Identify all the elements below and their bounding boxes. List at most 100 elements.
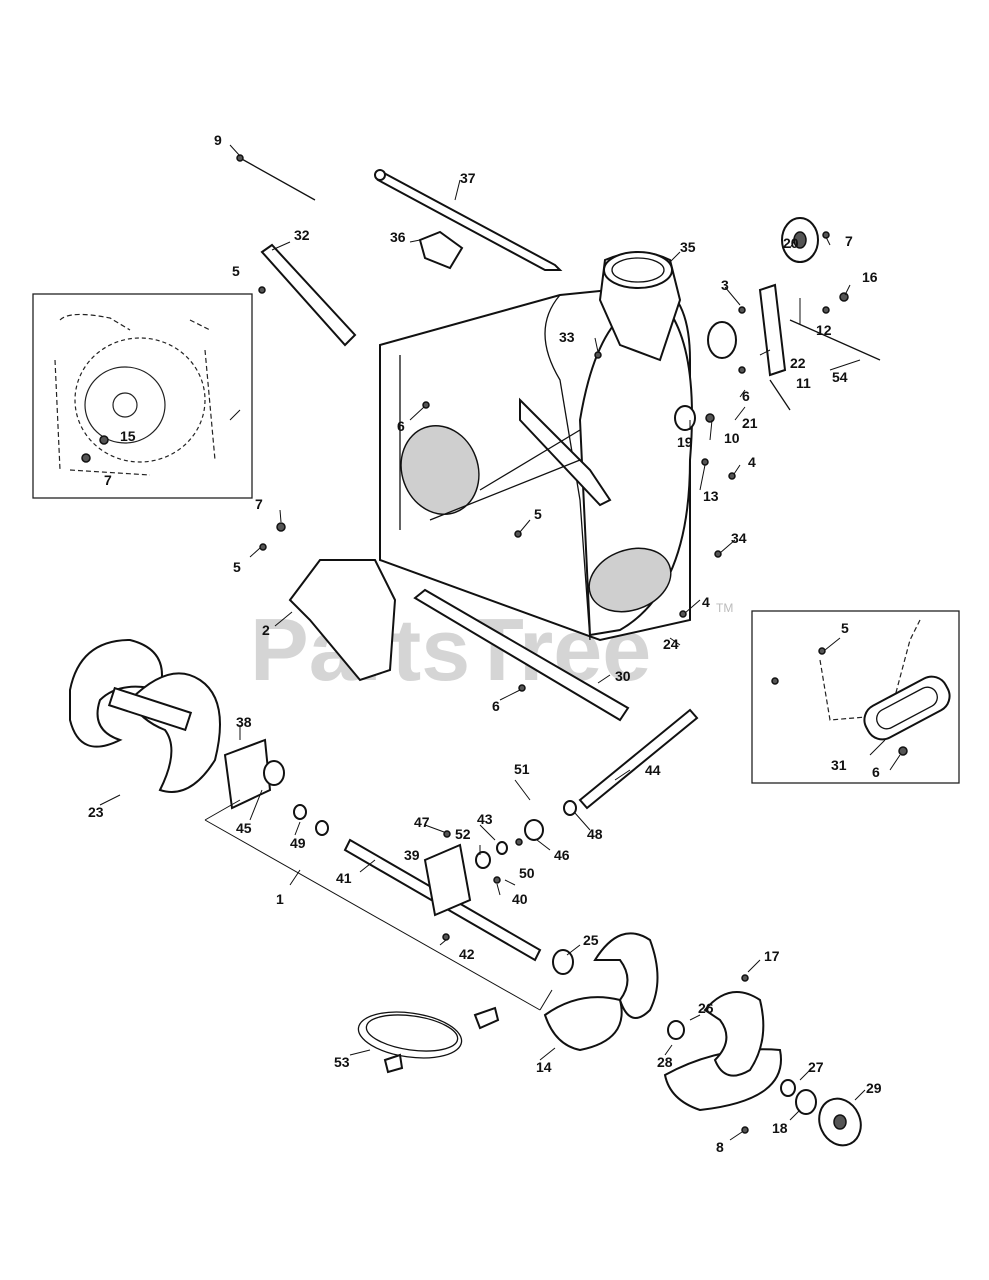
callout-37: 37: [460, 170, 476, 186]
callout-52: 52: [455, 826, 471, 842]
bearing-21: [707, 321, 737, 359]
spring-11: [769, 379, 791, 411]
callout-49: 49: [290, 835, 306, 851]
callout-7a: 7: [845, 233, 853, 249]
callout-54: 54: [832, 369, 848, 385]
callout-40: 40: [512, 891, 528, 907]
washer-19: [674, 405, 696, 431]
washer-13: [701, 458, 709, 466]
pin-43: [515, 838, 523, 846]
inset-left-auger-housing: [74, 337, 206, 463]
inset-right-bolt: [818, 647, 826, 655]
bracket-36: [418, 230, 464, 270]
nut-4b: [679, 610, 687, 618]
callout-5a: 5: [232, 263, 240, 279]
bearing-plate-2: [288, 559, 397, 682]
callout-3: 3: [721, 277, 729, 293]
skid-shoe: [863, 675, 951, 741]
cable-plug-2: [383, 1053, 404, 1074]
callout-51: 51: [514, 761, 530, 777]
nut-10: [705, 413, 715, 423]
auger-housing: [379, 283, 693, 642]
washer-27: [780, 1079, 796, 1097]
auger-23-flight-left: [69, 638, 163, 748]
housing-brace: [519, 397, 612, 507]
callout-22: 22: [790, 355, 806, 371]
callout-6d: 6: [872, 764, 880, 780]
inset-left-hub: [112, 392, 138, 418]
washer-50: [496, 841, 508, 855]
callout-14: 14: [536, 1059, 552, 1075]
nut-7b: [276, 522, 286, 532]
inset-left-nut: [81, 453, 91, 463]
nut-6b: [518, 684, 526, 692]
callout-48: 48: [587, 826, 603, 842]
bolt-33: [594, 351, 602, 359]
inset-left-frame: [32, 293, 253, 499]
bushing-26: [667, 1020, 685, 1040]
inset-right: [751, 610, 960, 784]
callout-15: 15: [120, 428, 136, 444]
callout-43: 43: [477, 811, 493, 827]
callout-29: 29: [866, 1080, 882, 1096]
callout-35: 35: [680, 239, 696, 255]
nut-4a: [728, 472, 736, 480]
callout-25: 25: [583, 932, 599, 948]
callout-2: 2: [262, 622, 270, 638]
callout-4a: 4: [748, 454, 756, 470]
callout-6b: 6: [742, 388, 750, 404]
callout-7c: 7: [104, 472, 112, 488]
callout-42: 42: [459, 946, 475, 962]
shave-plate-30: [413, 588, 630, 722]
chute-adapter-inner: [611, 257, 665, 283]
callout-38: 38: [236, 714, 252, 730]
auger-23: [69, 638, 221, 793]
pin-9: [239, 157, 316, 201]
callout-36: 36: [390, 229, 406, 245]
bolt-5a: [258, 286, 266, 294]
nut-6a: [422, 401, 430, 409]
callout-44: 44: [645, 762, 661, 778]
callout-5c: 5: [233, 559, 241, 575]
callout-30: 30: [615, 668, 631, 684]
gearbox-assembly: [204, 708, 699, 1011]
callout-5b: 5: [534, 506, 542, 522]
bracket-38: [223, 738, 272, 810]
rod-37: [376, 170, 563, 271]
callout-19: 19: [677, 434, 693, 450]
callout-17: 17: [764, 948, 780, 964]
inset-left-bolt: [99, 435, 109, 445]
auger-14-flight-low: [543, 996, 623, 1052]
pin-9-head: [236, 154, 244, 162]
bearing-45: [263, 760, 285, 786]
callout-24: 24: [663, 636, 679, 652]
pin-47: [443, 830, 451, 838]
nut-6c: [738, 366, 746, 374]
leader-lines: [99, 144, 901, 1141]
auger-23-flight-right: [128, 672, 221, 793]
nut-34: [714, 550, 722, 558]
auger-23-shaft: [107, 686, 193, 732]
bearing-18: [795, 1089, 817, 1115]
callout-4b: 4: [702, 594, 710, 610]
housing-left-port: [400, 425, 480, 515]
washer-49: [293, 804, 307, 820]
watermark-tm: TM: [716, 601, 733, 615]
inset-left-impeller: [84, 366, 166, 444]
auger-14-flight-high: [593, 932, 659, 1019]
callout-23: 23: [88, 804, 104, 820]
callout-47: 47: [414, 814, 430, 830]
handle-32: [260, 243, 357, 347]
cable-53: [357, 1006, 500, 1074]
callout-6a: 6: [397, 418, 405, 434]
cable-coil-inner: [365, 1014, 459, 1052]
callouts: 1 2 3 4 4 5 5 5 5 6 6 6 6 7 7 7 8 9 10 1…: [88, 132, 882, 1155]
callout-9: 9: [214, 132, 222, 148]
callout-5d: 5: [841, 620, 849, 636]
callout-33: 33: [559, 329, 575, 345]
callout-34: 34: [731, 530, 747, 546]
inset-left-frame-lines: [54, 313, 216, 476]
pulley-assembly: [674, 217, 881, 431]
